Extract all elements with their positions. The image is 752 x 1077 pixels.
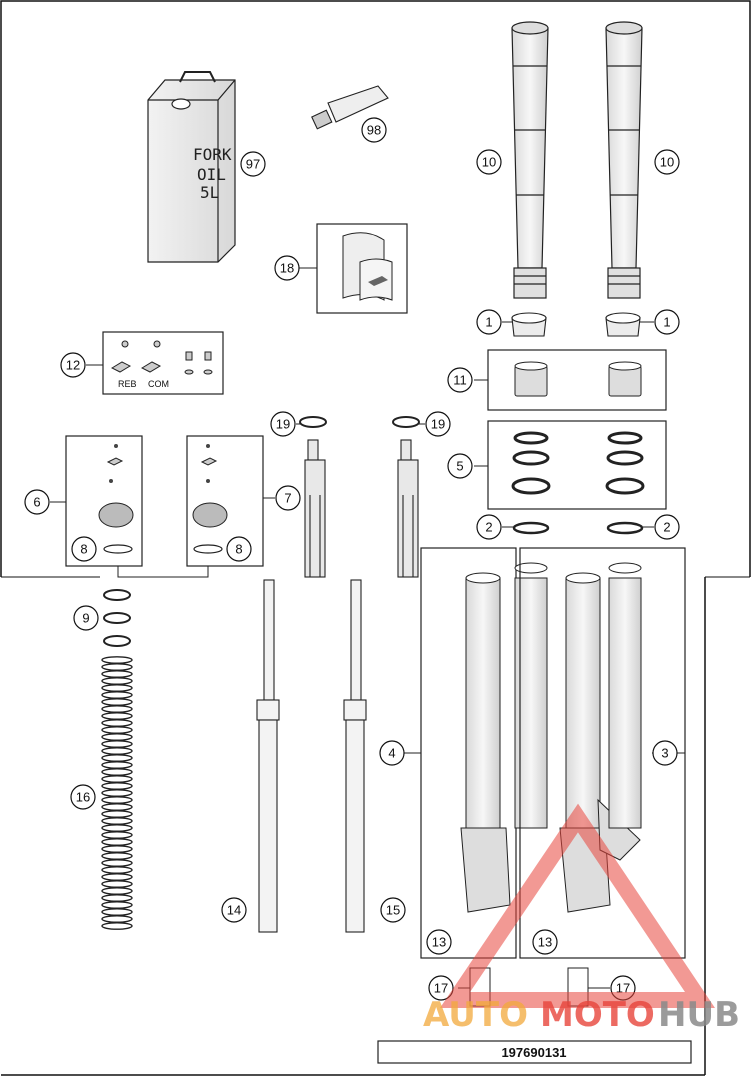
clamp-kit-18 <box>316 223 408 314</box>
callout-label-c9: 9 <box>82 611 89 626</box>
callout-c16: 16 <box>70 784 96 810</box>
callout-c6: 6 <box>24 489 50 515</box>
callout-c10b: 10 <box>654 149 680 175</box>
callout-label-c15: 15 <box>386 903 400 918</box>
callout-c7: 7 <box>275 485 301 511</box>
callout-label-c16: 16 <box>76 790 90 805</box>
callout-c13b: 13 <box>532 929 558 955</box>
callout-c10a: 10 <box>476 149 502 175</box>
cartridge-box-6 <box>65 435 143 567</box>
callout-c8a: 8 <box>71 536 97 562</box>
callout-c8b: 8 <box>226 536 252 562</box>
callout-label-c3: 3 <box>661 746 668 761</box>
callout-label-c12: 12 <box>66 358 80 373</box>
knob-com-label: COM <box>148 379 169 389</box>
watermark-triangle <box>439 803 715 1008</box>
seal-box-5 <box>487 420 667 510</box>
fork-oil-can: FORK OIL 5L <box>147 71 236 263</box>
callout-c13a: 13 <box>426 929 452 955</box>
callout-c3: 3 <box>652 740 678 766</box>
callout-label-c2a: 2 <box>485 520 492 535</box>
callout-label-c7: 7 <box>284 491 291 506</box>
callout-label-c8b: 8 <box>235 542 242 557</box>
callout-c17a: 17 <box>428 975 454 1001</box>
callout-label-c6: 6 <box>33 495 40 510</box>
seals-5 <box>511 431 645 495</box>
callout-c1a: 1 <box>476 309 502 335</box>
callout-label-c10a: 10 <box>482 155 496 170</box>
cartridges-19 <box>299 416 420 578</box>
callout-c98: 98 <box>361 117 387 143</box>
watermark-hub: HUB <box>658 995 740 1035</box>
oil-can-label-line2: OIL <box>197 165 226 184</box>
callout-label-c17b: 17 <box>616 981 630 996</box>
cartridge-box-7 <box>186 435 264 567</box>
oil-can-label-line1: FORK <box>193 145 232 164</box>
automotohub-watermark: AUTO MOTO HUB <box>423 803 740 1035</box>
callout-c14: 14 <box>221 897 247 923</box>
callout-label-c19a: 19 <box>276 417 290 432</box>
callout-label-c8a: 8 <box>80 542 87 557</box>
reference-number-box: 197690131 <box>377 1040 692 1064</box>
callout-label-c97: 97 <box>246 157 260 172</box>
callout-label-c11: 11 <box>453 373 467 388</box>
outer-tube-right <box>605 21 643 299</box>
damper-rods <box>256 579 367 933</box>
watermark-moto: MOTO <box>540 995 655 1035</box>
callout-c9: 9 <box>73 605 99 631</box>
knob-kit-12: REB COM <box>102 331 224 395</box>
callout-c5: 5 <box>447 453 473 479</box>
callout-c4: 4 <box>379 740 405 766</box>
outer-tube-left <box>511 21 549 299</box>
callout-label-c2b: 2 <box>663 520 670 535</box>
callout-c2b: 2 <box>654 514 680 540</box>
callout-c2a: 2 <box>476 514 502 540</box>
watermark-auto: AUTO <box>423 995 528 1035</box>
callout-label-c13b: 13 <box>538 935 552 950</box>
callout-label-c18: 18 <box>280 261 294 276</box>
callout-c12: 12 <box>60 352 86 378</box>
bushings-11 <box>514 361 642 397</box>
callout-label-c1a: 1 <box>485 315 492 330</box>
orings-2 <box>512 521 644 535</box>
outer-tubes <box>511 21 643 299</box>
callout-label-c17a: 17 <box>434 981 448 996</box>
dust-seals <box>511 312 641 337</box>
callout-label-c19b: 19 <box>431 417 445 432</box>
callout-c18: 18 <box>274 255 300 281</box>
callout-c19a: 19 <box>270 411 296 437</box>
callout-c11: 11 <box>447 367 473 393</box>
oil-can-label-line3: 5L <box>200 183 219 202</box>
callout-label-c5: 5 <box>456 459 463 474</box>
connector-8 <box>117 566 209 578</box>
callout-c15: 15 <box>380 897 406 923</box>
callout-label-c4: 4 <box>388 746 395 761</box>
callout-label-c14: 14 <box>227 903 241 918</box>
callout-c97: 97 <box>240 151 266 177</box>
reference-number: 197690131 <box>501 1045 566 1060</box>
callout-label-c10b: 10 <box>660 155 674 170</box>
grease-tube <box>311 85 389 130</box>
knob-reb-label: REB <box>118 379 137 389</box>
callout-label-c98: 98 <box>367 123 381 138</box>
callout-c1b: 1 <box>654 309 680 335</box>
callout-label-c13a: 13 <box>432 935 446 950</box>
washers-9 <box>103 589 131 647</box>
spring-16 <box>101 656 133 930</box>
callout-label-c1b: 1 <box>663 315 670 330</box>
callout-c19b: 19 <box>425 411 451 437</box>
